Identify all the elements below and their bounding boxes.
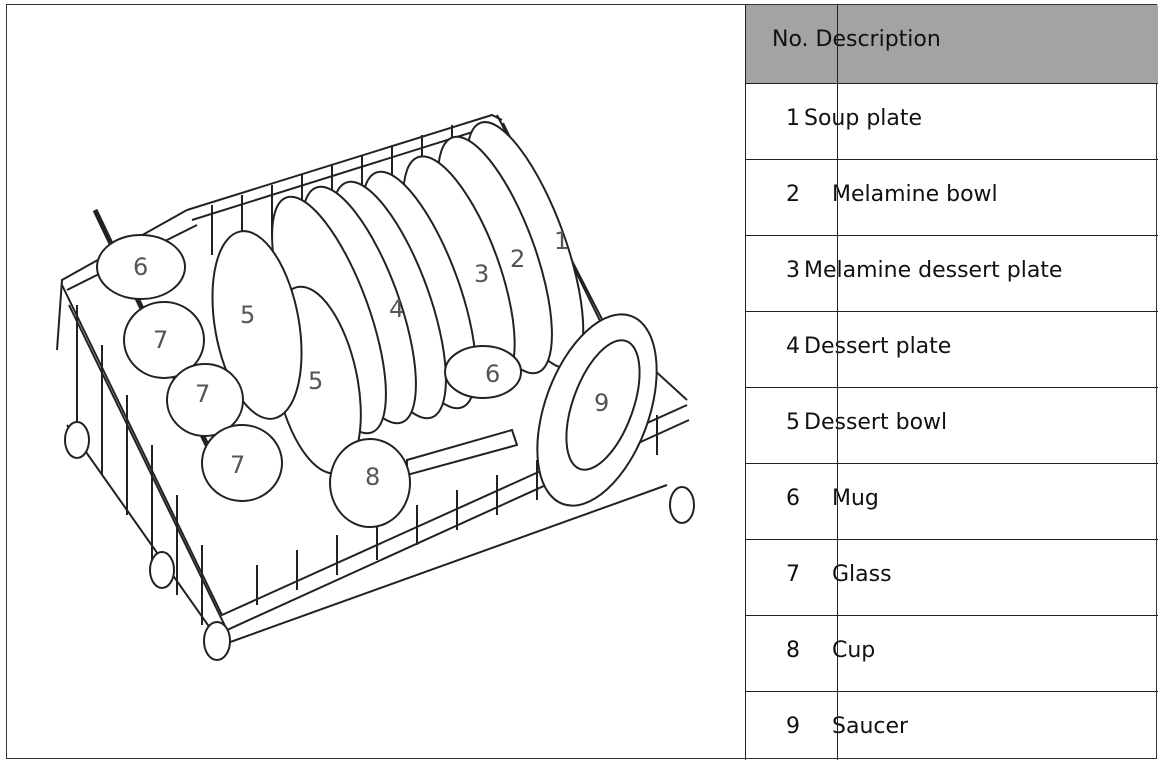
row-number: 7 [786,562,800,587]
label-2: 2 [510,245,525,273]
label-9: 9 [594,389,609,417]
label-5-left: 5 [240,301,255,329]
dessert-bowl [211,230,303,420]
item-labels: 1 2 3 4 5 5 6 6 7 7 7 8 9 [133,227,609,491]
row-number: 9 [786,714,800,739]
legend-row: 4 Dessert plate [746,312,1158,388]
legend-row: 1 Soup plate [746,84,1158,160]
legend-row: 8 Cup [746,616,1158,692]
row-number: 4 [786,334,800,359]
label-4: 4 [389,295,404,323]
label-8: 8 [365,463,380,491]
label-7-top: 7 [153,326,168,354]
row-number: 6 [786,486,800,511]
row-description: Dessert plate [804,334,952,359]
mug [444,345,522,399]
label-3: 3 [474,260,489,288]
legend-row: 7 Glass [746,540,1158,616]
glass [201,424,283,502]
row-description: Mug [832,486,879,511]
wheel [669,486,695,524]
glass [123,301,205,379]
row-description: Melamine bowl [832,182,998,207]
wheel [203,621,231,661]
row-description: Saucer [832,714,909,739]
row-description: Cup [832,638,876,663]
legend-row: 2 Melamine bowl [746,160,1158,236]
row-number: 2 [786,182,800,207]
mug [96,234,186,300]
row-description: Soup plate [804,106,923,131]
row-number: 8 [786,638,800,663]
row-description: Melamine dessert plate [804,258,1063,283]
wheel [149,551,175,589]
legend-header-text: No. Description [772,27,941,52]
row-description: Dessert bowl [804,410,948,435]
rack-illustration: 1 2 3 4 5 5 6 6 7 7 7 8 9 [56,113,695,661]
cup [329,438,411,528]
wheel [64,421,90,459]
dishwasher-rack-diagram: 1 2 3 4 5 5 6 6 7 7 7 8 9 [7,5,746,760]
legend-row: 6 Mug [746,464,1158,540]
dishes [96,121,658,528]
row-number: 1 [786,106,800,131]
row-number: 3 [786,258,800,283]
legend-row: 9 Saucer [746,692,1158,768]
label-6-left: 6 [133,253,148,281]
legend-row: 3 Melamine dessert plate [746,236,1158,312]
legend-table: No. Description 1 Soup plate 2 Melamine … [746,5,1158,760]
label-1: 1 [554,227,569,255]
label-7-bottom: 7 [230,451,245,479]
row-number: 5 [786,410,800,435]
glass [166,363,244,437]
label-7-middle: 7 [195,380,210,408]
figure-frame: 1 2 3 4 5 5 6 6 7 7 7 8 9 No. Descriptio… [6,4,1158,760]
label-5-right: 5 [308,367,323,395]
column-divider [837,5,838,760]
row-description: Glass [832,562,892,587]
legend-header: No. Description [746,5,1158,84]
saucer-inner [565,339,641,471]
basket-wheels [64,421,695,661]
legend-row: 5 Dessert bowl [746,388,1158,464]
label-6-right: 6 [485,360,500,388]
